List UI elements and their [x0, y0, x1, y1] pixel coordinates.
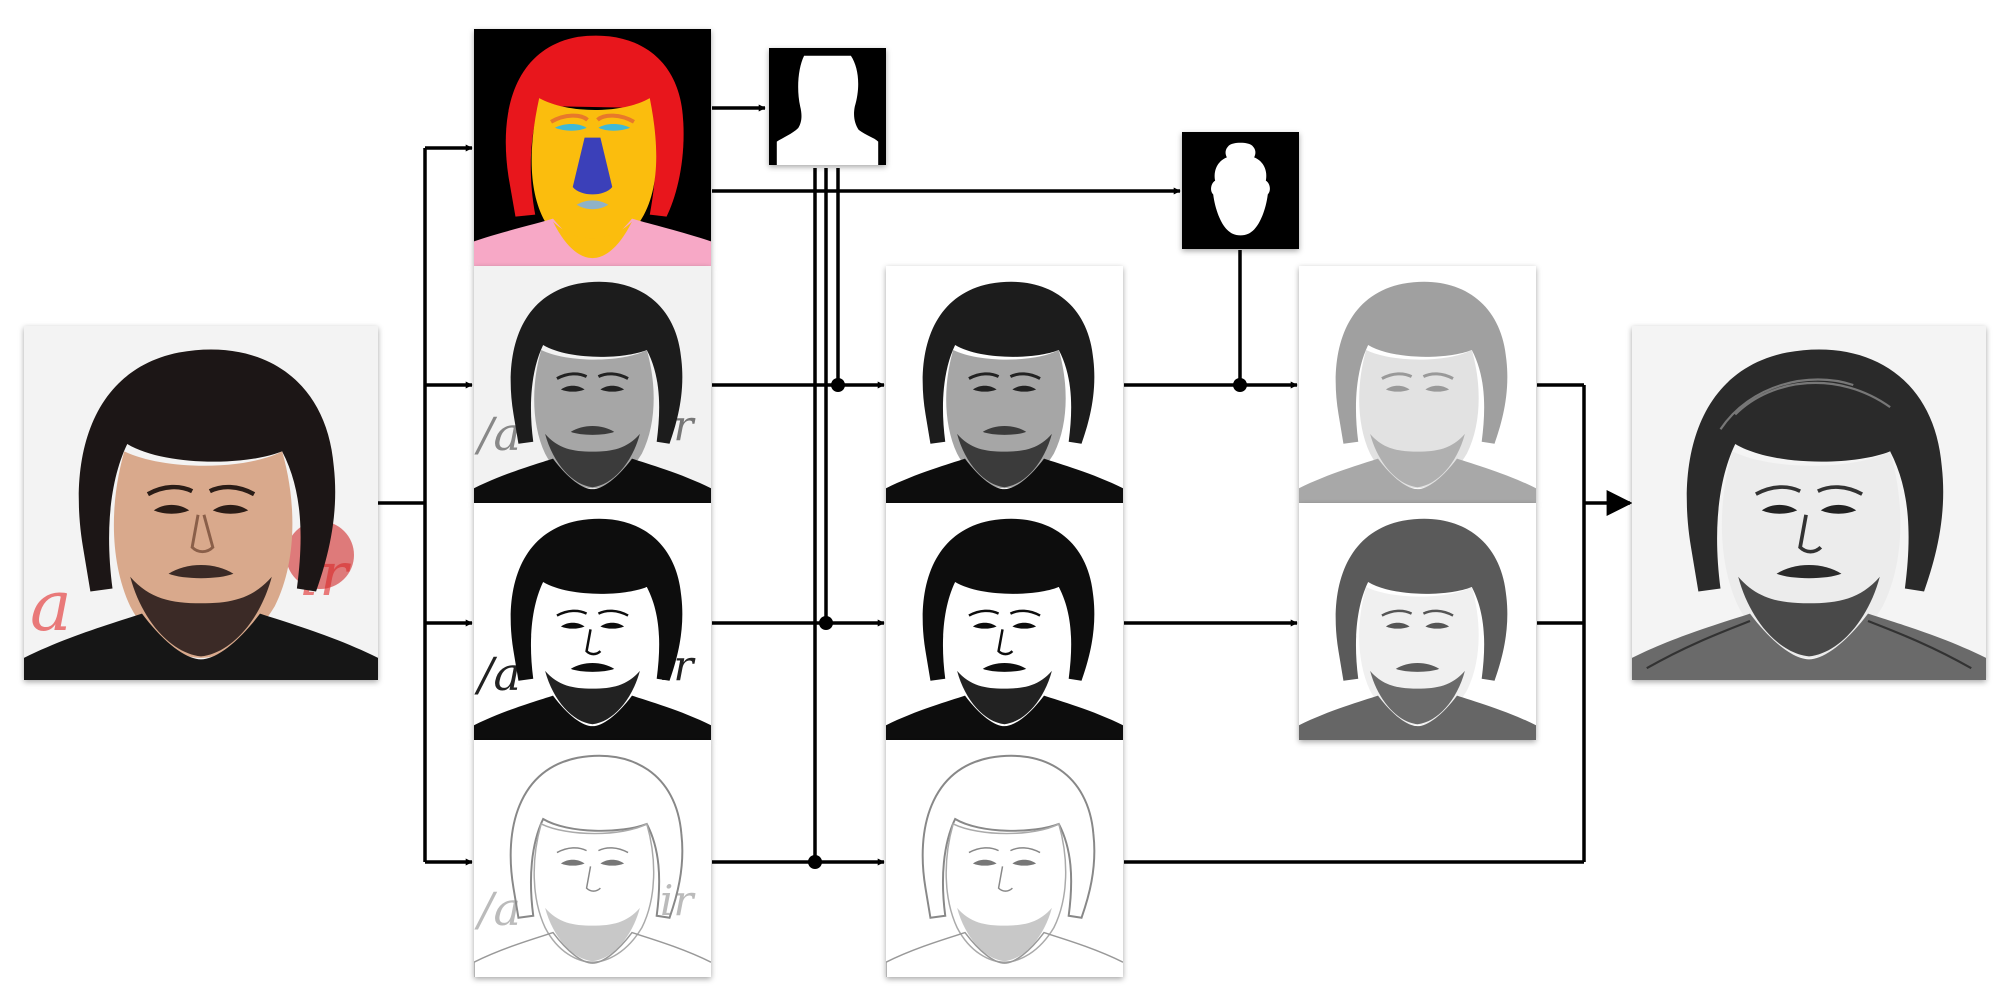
- pencil-sketch-masked: [886, 740, 1123, 977]
- ink-line-sketch-masked: [886, 503, 1123, 740]
- face-mask: [1182, 132, 1299, 249]
- grayscale-photo-masked: [886, 266, 1123, 503]
- pencil-sketch: /a ir: [474, 740, 711, 977]
- svg-text:a: a: [30, 565, 72, 647]
- faded-ink-tone: [1299, 503, 1536, 740]
- junction-dot: [831, 378, 845, 392]
- connector-lines: [378, 104, 1633, 866]
- input-photo: a ir: [24, 326, 378, 680]
- final-pencil-portrait: [1632, 326, 1986, 680]
- grayscale-photo: /a ir: [474, 266, 711, 503]
- svg-text:/a: /a: [474, 647, 521, 701]
- junction-dots: [808, 378, 1247, 869]
- face-parsing-map: [474, 29, 711, 266]
- hair-and-body-mask: [769, 48, 886, 165]
- ink-line-sketch: /a ir: [474, 503, 711, 740]
- junction-dot: [808, 855, 822, 869]
- svg-text:/a: /a: [474, 407, 521, 461]
- faded-grayscale-tone: [1299, 266, 1536, 503]
- junction-dot: [1233, 378, 1247, 392]
- junction-dot: [819, 616, 833, 630]
